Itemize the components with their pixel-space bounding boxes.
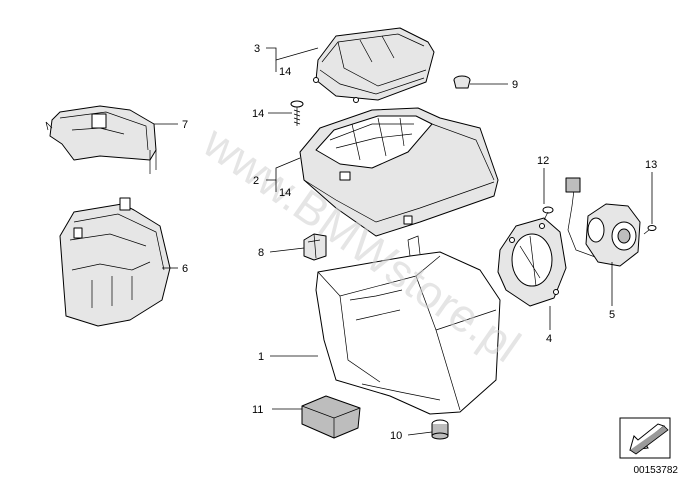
part-screw-small <box>542 206 554 221</box>
callout-13: 13 <box>645 159 657 171</box>
callout-8: 8 <box>258 247 264 259</box>
part-screw <box>290 100 304 126</box>
callout-14-cover: 14 <box>279 66 291 78</box>
part-screw-tiny <box>643 225 657 235</box>
part-clip <box>303 233 327 261</box>
part-cover-lid <box>313 27 435 103</box>
callout-leaders <box>154 47 653 436</box>
part-bracket-upper <box>45 105 157 174</box>
callout-9: 9 <box>512 79 518 91</box>
catalog-number: 00153782 <box>633 465 679 476</box>
part-fan-plate <box>497 217 567 307</box>
part-plug <box>453 75 471 89</box>
part-bracket-lower <box>59 197 171 327</box>
callout-7: 7 <box>182 119 188 131</box>
part-housing-upper <box>299 107 499 237</box>
callout-4: 4 <box>546 333 552 345</box>
part-blower-motor <box>565 177 641 267</box>
callout-2: 2 <box>253 175 259 187</box>
callout-6: 6 <box>182 263 188 275</box>
arrow-down-left-icon <box>619 417 671 459</box>
callout-14-screw: 14 <box>252 108 264 120</box>
part-housing-lower <box>315 235 501 415</box>
part-grommet <box>431 419 449 440</box>
callout-1: 1 <box>258 351 264 363</box>
callout-3: 3 <box>254 43 260 55</box>
callout-10: 10 <box>390 430 402 442</box>
callout-11: 11 <box>252 404 263 416</box>
callout-5: 5 <box>609 309 615 321</box>
callout-12: 12 <box>537 155 549 167</box>
part-foam-block <box>301 395 361 439</box>
callout-14-housing: 14 <box>279 187 291 199</box>
